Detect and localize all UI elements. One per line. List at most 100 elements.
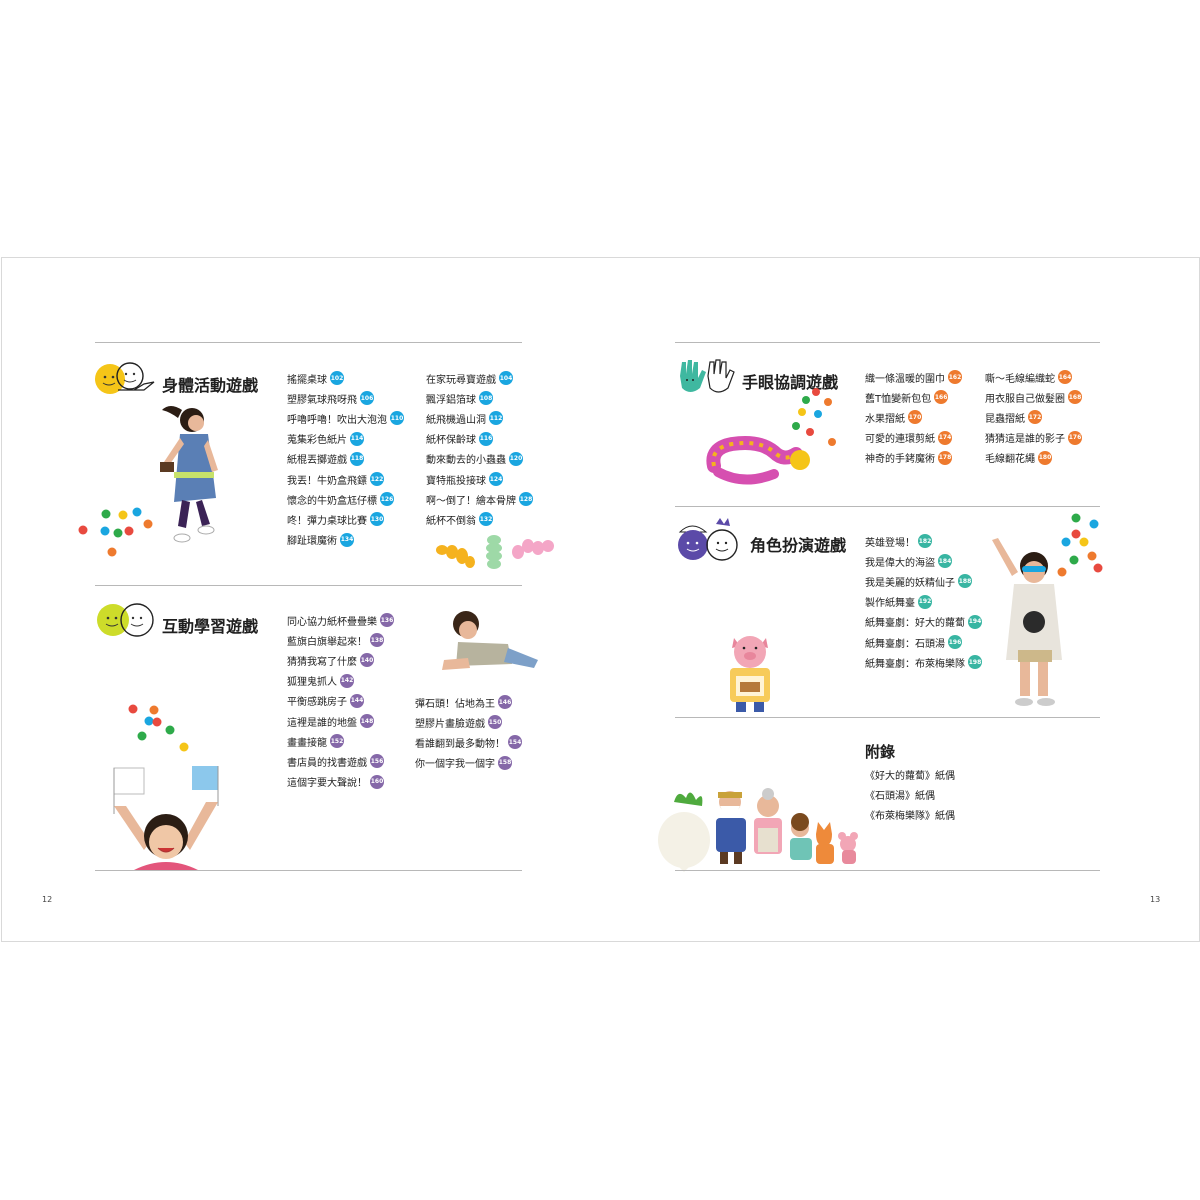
appendix-item[interactable]: 《石頭湯》紙偶 — [865, 790, 935, 802]
page-number-badge: 122 — [370, 472, 384, 487]
page-number-left: 12 — [42, 895, 53, 904]
toc-entry[interactable]: 藍旗白旗舉起來！138 — [287, 630, 394, 650]
page-number-badge: 134 — [340, 532, 354, 547]
toc-entry-label: 嘶～毛線編織蛇 — [985, 373, 1055, 385]
page-number-badge: 102 — [330, 371, 344, 386]
page-number-badge: 166 — [934, 390, 949, 405]
page-number-badge: 112 — [489, 411, 503, 426]
toc-entry-label: 飄浮鋁箔球 — [426, 394, 476, 406]
section-title-handeye: 手眼協調遊戲 — [742, 373, 839, 392]
bottom-rule-left — [95, 870, 522, 871]
page-number-badge: 148 — [360, 714, 374, 729]
toc-entry-label: 毛線翻花繩 — [985, 454, 1035, 466]
jumping-girl-photo — [160, 406, 218, 543]
page-number-badge: 180 — [1038, 450, 1052, 465]
toc-entry[interactable]: 看誰翻到最多動物！154 — [415, 732, 522, 752]
appendix-item[interactable]: 《布萊梅樂隊》紙偶 — [865, 810, 955, 822]
faces-icon-interactive — [97, 603, 154, 637]
confetti-dots-interactive — [128, 704, 189, 752]
page-number-badge: 188 — [958, 574, 972, 589]
pirate-fairy-icon — [678, 518, 738, 561]
page-number-badge: 146 — [498, 695, 512, 710]
toc-entry-label: 你一個字我一個字 — [415, 759, 495, 771]
page-number-badge: 104 — [499, 371, 513, 386]
toc-entry-label: 搖擺桌球 — [287, 374, 327, 386]
hands-icon — [680, 359, 735, 393]
page-number-badge: 164 — [1058, 370, 1072, 385]
toc-entry-label: 水果摺紙 — [865, 413, 905, 425]
page-number-badge: 124 — [489, 472, 503, 487]
page-number-badge: 158 — [498, 755, 512, 770]
toc-entry-label: 藍旗白旗舉起來！ — [287, 636, 367, 648]
toc-entry-label: 塑膠片畫臉遊戲 — [415, 718, 485, 730]
toc-entry[interactable]: 英雄登場！182 — [865, 531, 982, 551]
toc-entry-label: 書店員的找書遊戲 — [287, 757, 367, 769]
page-number-badge: 168 — [1068, 390, 1082, 405]
page-number-badge: 184 — [938, 554, 952, 569]
toc-entry-label: 畫畫接龍 — [287, 737, 327, 749]
toc-entry-label: 這個字要大聲說！ — [287, 778, 367, 790]
page-number-badge: 128 — [519, 492, 533, 507]
page-number-badge: 120 — [509, 451, 523, 466]
toc-entry-label: 這裡是誰的地盤 — [287, 717, 357, 729]
toc-entry-label: 蒐集彩色紙片 — [287, 435, 347, 447]
page-number-badge: 170 — [908, 410, 922, 425]
toc-entry[interactable]: 這個字要大聲說！160 — [287, 772, 394, 792]
page-number-badge: 126 — [380, 492, 394, 507]
toc-entry-label: 英雄登場！ — [865, 537, 915, 549]
yarn-snake-illustration — [706, 388, 836, 485]
section-title-roleplay: 角色扮演遊戲 — [750, 536, 847, 555]
appendix-item[interactable]: 《好大的蘿蔔》紙偶 — [865, 770, 955, 782]
page-number-badge: 192 — [918, 594, 932, 609]
toc-entry-label: 可愛的連環剪紙 — [865, 434, 935, 446]
toc-entry-label: 同心協力紙杯疊疊樂 — [287, 616, 377, 628]
